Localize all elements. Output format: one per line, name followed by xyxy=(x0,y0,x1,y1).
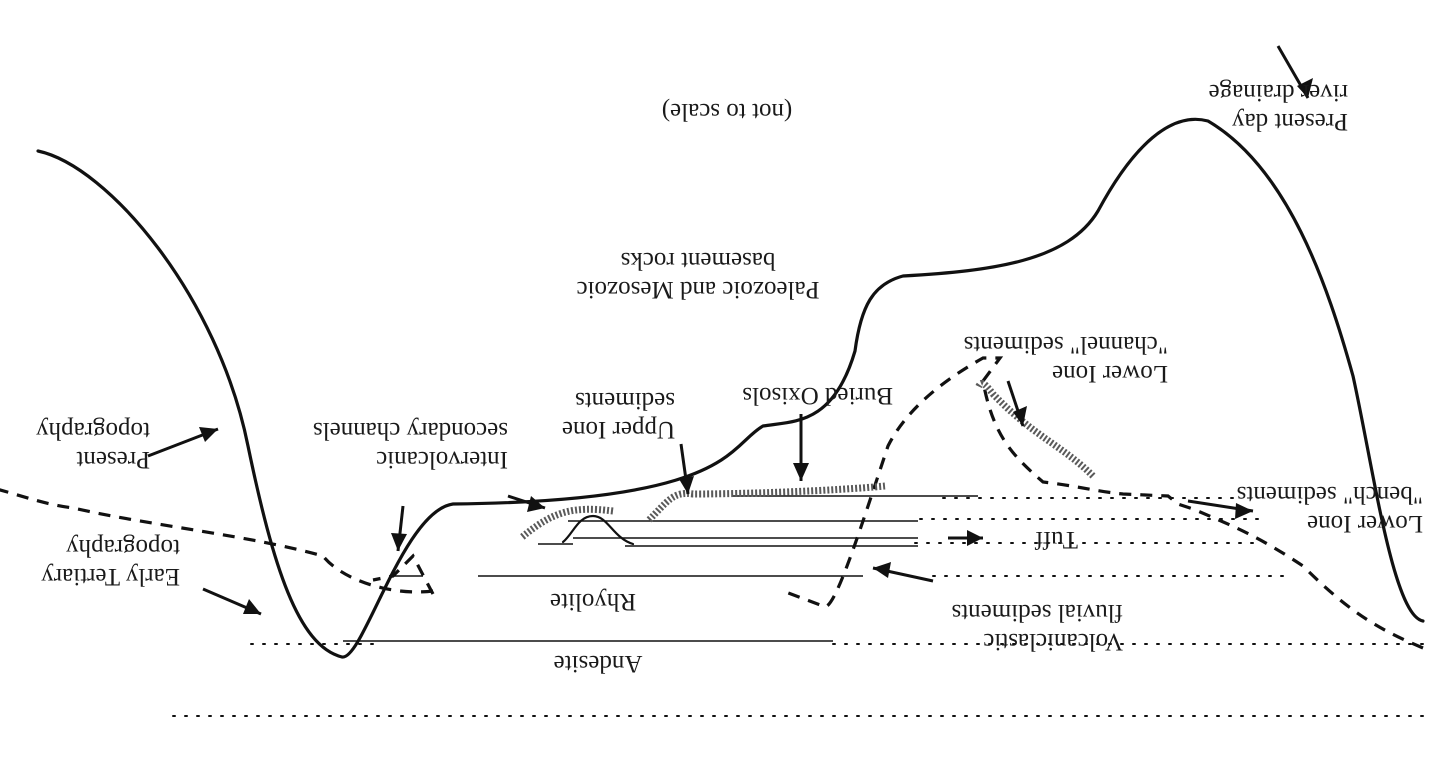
arrow xyxy=(148,427,218,456)
arrow xyxy=(391,506,407,551)
arrow xyxy=(873,562,933,581)
label-present-day-river: Present day river drainage xyxy=(1198,78,1348,136)
label-early-tertiary: Early Tertiary topography xyxy=(0,533,180,591)
oxisol-band xyxy=(648,486,885,521)
label-lower-ione-bench: Lower Ione "bench" sediments xyxy=(1213,480,1423,538)
label-buried-oxisols: Buried Oxisols xyxy=(693,381,893,410)
label-not-to-scale: (not to scale) xyxy=(597,97,857,126)
arrow xyxy=(793,414,809,481)
label-intervolcanic: Intervolcanic secondary channels xyxy=(258,416,508,474)
label-tuff: Tuff xyxy=(998,525,1078,554)
label-lower-ione-channel: Lower Ione "channel" sediments xyxy=(908,330,1168,388)
label-upper-ione: Upper Ione sediments xyxy=(525,386,675,444)
oxisol-band xyxy=(521,509,613,538)
label-rhyolite: Rhyolite xyxy=(523,587,663,616)
arrow xyxy=(508,496,545,512)
label-andesite: Andesite xyxy=(523,649,673,678)
label-present-topography: Present topography xyxy=(10,416,150,474)
oxisol-band xyxy=(978,383,1093,476)
arrow xyxy=(679,444,694,494)
label-volcaniclastic: Volcaniclastic fluvial sediments xyxy=(893,598,1123,656)
arrow xyxy=(203,589,261,614)
label-basement: Paleozoic and Mesozoic basement rocks xyxy=(538,246,858,304)
